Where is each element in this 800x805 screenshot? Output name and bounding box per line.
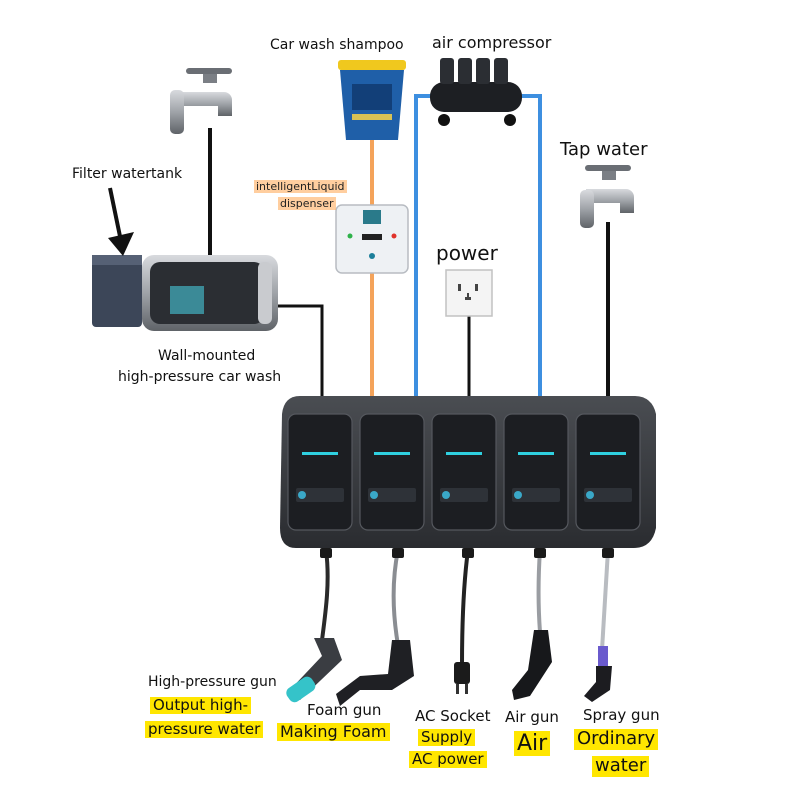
high-pressure-hose-line [320, 549, 330, 641]
high-pressure-function-line2: pressure water [145, 720, 264, 739]
reel-hub [392, 548, 404, 558]
washer-label-line1: Wall-mounted [158, 348, 256, 364]
power-label: power [436, 241, 498, 265]
filter-watertank-label: Filter watertank [72, 166, 183, 182]
power-socket-icon [445, 269, 493, 317]
module-plate [368, 488, 416, 502]
foam-gun-label: Foam gun [307, 701, 382, 719]
tap-water-label: Tap water [560, 139, 648, 160]
gun-hoses [286, 548, 614, 706]
washer-label-line2: high-pressure car wash [118, 369, 282, 385]
air-hose-line [536, 549, 542, 633]
air-gun-label: Air gun [505, 708, 559, 726]
air-compressor-icon [430, 58, 522, 126]
module-indicator-light [374, 452, 410, 455]
spray-gun-icon [584, 646, 612, 702]
cabinet-modules [287, 413, 641, 531]
foam-hose-line [391, 549, 400, 646]
module-plate [584, 488, 632, 502]
module-indicator-light [518, 452, 554, 455]
air-compressor-label: air compressor [432, 33, 552, 52]
cabinet-module [503, 413, 569, 531]
cabinet-module [575, 413, 641, 531]
module-indicator-light [446, 452, 482, 455]
connection-lines [208, 94, 610, 397]
module-plate [512, 488, 560, 502]
foam-gun-icon [336, 640, 414, 706]
air-pipe-right [512, 94, 542, 397]
dispenser-label-line2: dispenser [278, 197, 336, 210]
cabinet-module [431, 413, 497, 531]
spray-gun-function-line1: Ordinary [574, 728, 659, 750]
ac-socket-function-line1: Supply [418, 728, 476, 747]
module-plate [296, 488, 344, 502]
air-gun-icon [512, 630, 552, 700]
filter-watertank-icon [92, 255, 142, 327]
reel-hub [462, 548, 474, 558]
cabinet-module [359, 413, 425, 531]
reel-hub [534, 548, 546, 558]
module-indicator-light [590, 452, 626, 455]
module-plate [440, 488, 488, 502]
faucet-right-icon [580, 165, 634, 228]
spray-gun-label: Spray gun [583, 706, 660, 724]
dispenser-label-line1: intelligentLiquid [254, 180, 347, 193]
liquid-dispenser-icon [335, 204, 409, 274]
shampoo-bucket-icon [338, 60, 406, 140]
high-pressure-hose [278, 304, 324, 397]
foam-gun-function: Making Foam [277, 722, 390, 742]
arrow-down-icon [108, 187, 134, 256]
cabinet-module [287, 413, 353, 531]
spray-gun-function-line2: water [592, 755, 650, 777]
shampoo-label: Car wash shampoo [270, 37, 404, 53]
module-indicator-light [302, 452, 338, 455]
ac-socket-function-line2: AC power [409, 750, 487, 769]
faucet-left-icon [170, 68, 232, 134]
ac-plug-icon [454, 662, 470, 694]
ac-cable-line [460, 549, 470, 666]
reel-hub [320, 548, 332, 558]
ac-socket-label: AC Socket [415, 707, 491, 725]
spray-hose-line [600, 549, 610, 651]
high-pressure-washer-icon [142, 255, 278, 331]
reel-hub [602, 548, 614, 558]
air-gun-function: Air [514, 731, 551, 757]
high-pressure-gun-icon [286, 638, 342, 703]
high-pressure-gun-label: High-pressure gun [148, 674, 277, 690]
high-pressure-function-line1: Output high- [150, 696, 251, 715]
